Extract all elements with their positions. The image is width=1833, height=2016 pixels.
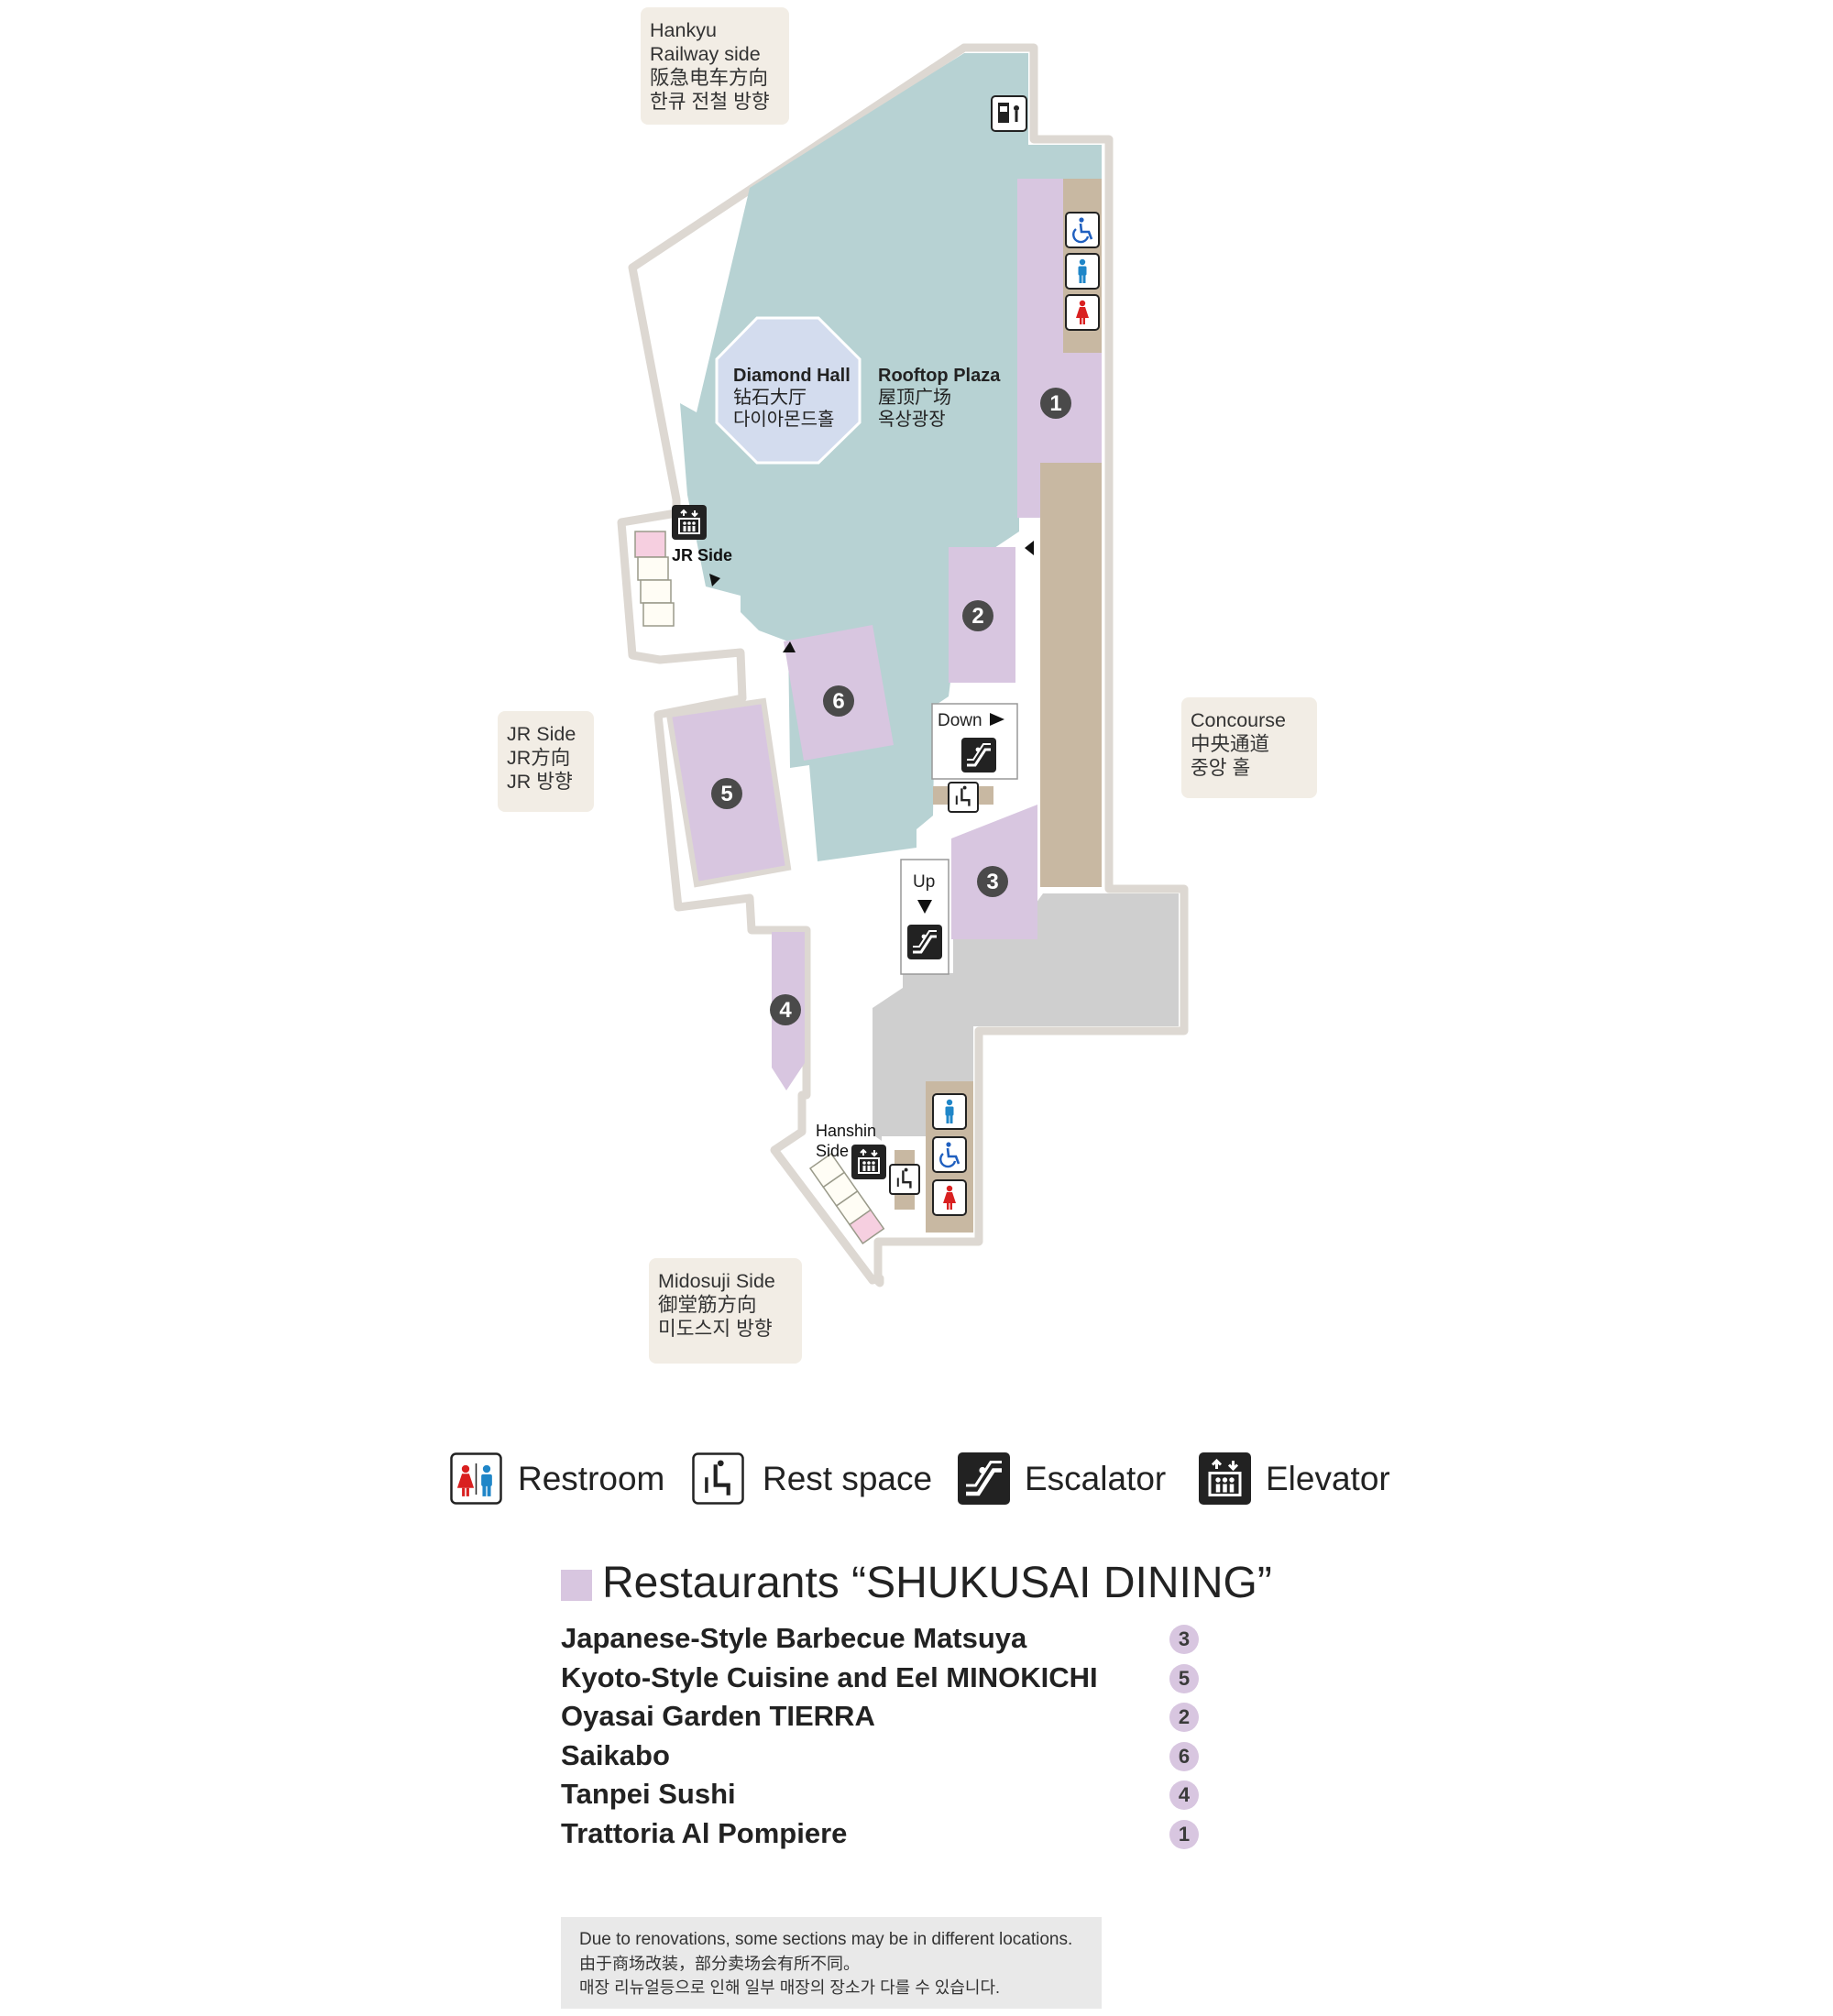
direction-concourse-line: 中央通道 bbox=[1191, 733, 1270, 755]
female-restroom-icon[interactable] bbox=[932, 1179, 967, 1216]
svg-text:2: 2 bbox=[971, 604, 983, 629]
store-3-badge[interactable]: 3 bbox=[977, 866, 1008, 897]
escalator-up-icon[interactable] bbox=[907, 925, 942, 959]
restaurant-item[interactable]: Oyasai Garden TIERRA 2 bbox=[561, 1700, 1202, 1739]
svg-text:6: 6 bbox=[832, 689, 844, 714]
vending-icon bbox=[991, 95, 1027, 132]
escalator-up-label: Up bbox=[913, 872, 935, 892]
escalator-icon bbox=[958, 1452, 1010, 1505]
rest-space-icon[interactable] bbox=[889, 1164, 920, 1195]
svg-text:5: 5 bbox=[720, 782, 732, 806]
diamond-hall-label: Diamond Hall 钻石大厅 다이아몬드홀 bbox=[733, 366, 855, 430]
renovation-notice: Due to renovations, some sections may be… bbox=[561, 1917, 1102, 2009]
hanshin-side-label: Hanshin Side bbox=[816, 1122, 881, 1160]
direction-jr: JR Side JR方向 JR 방향 bbox=[498, 711, 594, 812]
direction-jr-line: JR 방향 bbox=[507, 771, 573, 793]
direction-concourse: Concourse 中央通道 중앙 홀 bbox=[1181, 697, 1317, 798]
restaurant-number-badge: 4 bbox=[1169, 1780, 1199, 1810]
restaurant-name: Oyasai Garden TIERRA bbox=[561, 1700, 875, 1732]
direction-midosuji-line: Midosuji Side bbox=[658, 1270, 775, 1292]
up-arrow-icon bbox=[917, 900, 932, 914]
legend-restroom-label: Restroom bbox=[518, 1460, 665, 1497]
direction-hankyu-line: 한큐 전철 방향 bbox=[650, 91, 770, 113]
rest-space-icon[interactable] bbox=[948, 782, 979, 813]
direction-midosuji-line: 御堂筋方向 bbox=[658, 1294, 757, 1316]
rest-space-icon bbox=[692, 1452, 744, 1505]
male-restroom-icon[interactable] bbox=[932, 1093, 967, 1130]
male-restroom-icon[interactable] bbox=[1065, 253, 1100, 290]
direction-midosuji: Midosuji Side 御堂筋方向 미도스지 방향 bbox=[649, 1258, 802, 1364]
lockers-jr bbox=[634, 531, 675, 627]
restaurants-title: Restaurants “SHUKUSAI DINING” bbox=[602, 1559, 1272, 1607]
restaurant-number-badge: 6 bbox=[1169, 1741, 1199, 1771]
jr-side-map-label: JR Side bbox=[672, 546, 732, 564]
restaurant-list: Japanese-Style Barbecue Matsuya 3 Kyoto-… bbox=[561, 1622, 1202, 1856]
direction-hankyu-line: 阪急电车方向 bbox=[650, 67, 769, 89]
store-1-badge[interactable]: 1 bbox=[1040, 388, 1071, 419]
entrance-arrow-icon bbox=[1025, 541, 1034, 555]
wheelchair-icon[interactable] bbox=[1065, 212, 1100, 248]
svg-text:1: 1 bbox=[1049, 391, 1061, 416]
notice-korean: 매장 리뉴얼등으로 인해 일부 매장의 장소가 다를 수 있습니다. bbox=[579, 1978, 1001, 1997]
lockers-hanshin bbox=[808, 1152, 885, 1244]
restaurant-item[interactable]: Trattoria Al Pompiere 1 bbox=[561, 1817, 1202, 1857]
restaurant-name: Trattoria Al Pompiere bbox=[561, 1816, 848, 1849]
restroom-icons-bottom bbox=[932, 1093, 967, 1216]
escalator-down-icon[interactable] bbox=[961, 738, 996, 772]
diamond-hall bbox=[715, 316, 862, 465]
rooftop-plaza-label: Rooftop Plaza 屋顶广场 옥상광장 bbox=[878, 366, 1005, 430]
direction-concourse-line: 중앙 홀 bbox=[1191, 757, 1251, 779]
restroom-icon bbox=[450, 1452, 502, 1505]
restaurant-item[interactable]: Saikabo 6 bbox=[561, 1739, 1202, 1779]
escalator-down-label: Down bbox=[938, 711, 982, 730]
direction-jr-line: JR方向 bbox=[507, 747, 571, 769]
elevator-icon[interactable] bbox=[851, 1145, 886, 1179]
direction-hankyu-line: Railway side bbox=[650, 43, 761, 65]
legend-elevator-label: Elevator bbox=[1266, 1460, 1390, 1497]
elevator-icon[interactable] bbox=[672, 505, 707, 540]
gray-area-main bbox=[873, 893, 1179, 1136]
restaurant-color-swatch bbox=[561, 1570, 592, 1601]
female-restroom-icon[interactable] bbox=[1065, 294, 1100, 331]
store-1-area[interactable] bbox=[1017, 179, 1102, 518]
restaurant-item[interactable]: Kyoto-Style Cuisine and Eel MINOKICHI 5 bbox=[561, 1661, 1202, 1701]
notice-chinese: 由于商场改装，部分卖场会有所不同。 bbox=[579, 1955, 860, 1973]
store-6-badge[interactable]: 6 bbox=[823, 685, 854, 717]
direction-concourse-line: Concourse bbox=[1191, 709, 1286, 731]
restaurant-name: Japanese-Style Barbecue Matsuya bbox=[561, 1622, 1027, 1654]
legend-escalator-label: Escalator bbox=[1025, 1460, 1167, 1497]
restaurant-number-badge: 1 bbox=[1169, 1819, 1199, 1849]
restaurant-name: Saikabo bbox=[561, 1738, 670, 1771]
wheelchair-icon[interactable] bbox=[932, 1136, 967, 1173]
store-4-badge[interactable]: 4 bbox=[770, 994, 801, 1025]
svg-text:4: 4 bbox=[779, 998, 792, 1023]
down-arrow-icon bbox=[990, 713, 1004, 726]
concourse-corridor bbox=[1040, 463, 1102, 887]
direction-hankyu-line: Hankyu bbox=[650, 19, 717, 41]
notice-english: Due to renovations, some sections may be… bbox=[579, 1930, 1073, 1949]
restaurant-name: Kyoto-Style Cuisine and Eel MINOKICHI bbox=[561, 1660, 1098, 1693]
map-legend: Restroom Rest space Escalator Elevator bbox=[0, 1452, 1833, 1507]
direction-jr-line: JR Side bbox=[507, 723, 576, 745]
direction-midosuji-line: 미도스지 방향 bbox=[658, 1318, 773, 1340]
direction-hankyu: Hankyu Railway side 阪急电车方向 한큐 전철 방향 bbox=[641, 7, 789, 125]
store-badges: 1 2 3 4 5 6 bbox=[711, 388, 1071, 1025]
restaurant-item[interactable]: Tanpei Sushi 4 bbox=[561, 1778, 1202, 1817]
restaurant-name: Tanpei Sushi bbox=[561, 1778, 736, 1810]
store-5-badge[interactable]: 5 bbox=[711, 778, 742, 809]
elevator-icon bbox=[1199, 1452, 1251, 1505]
rooftop-plaza bbox=[680, 53, 1102, 861]
entrance-arrow-icon bbox=[783, 641, 796, 652]
entrance-arrow-icon bbox=[709, 574, 720, 586]
restaurant-number-badge: 3 bbox=[1169, 1625, 1199, 1654]
svg-text:3: 3 bbox=[986, 870, 998, 894]
restaurant-item[interactable]: Japanese-Style Barbecue Matsuya 3 bbox=[561, 1622, 1202, 1661]
legend-rest-space-label: Rest space bbox=[763, 1460, 933, 1497]
store-2-badge[interactable]: 2 bbox=[962, 600, 993, 631]
restroom-icons-top bbox=[1065, 212, 1100, 331]
restaurant-number-badge: 5 bbox=[1169, 1663, 1199, 1693]
restaurant-number-badge: 2 bbox=[1169, 1703, 1199, 1732]
